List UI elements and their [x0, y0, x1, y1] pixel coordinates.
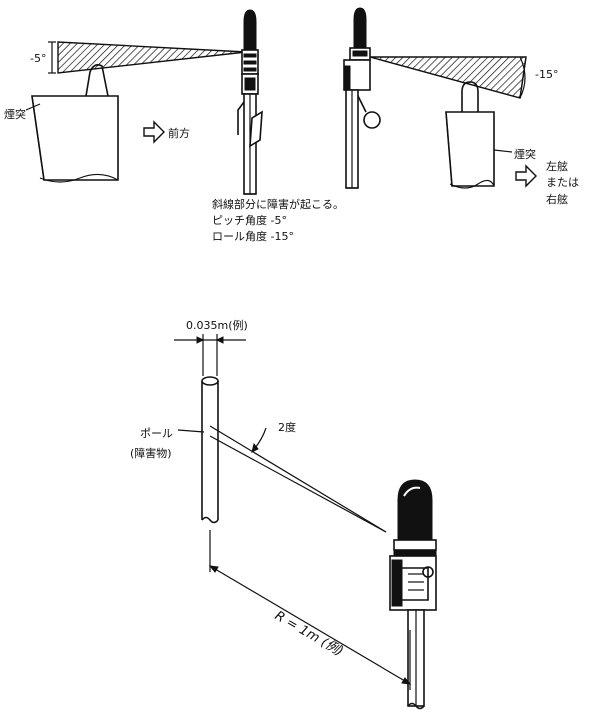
or-label: または	[546, 176, 579, 189]
roll-angle-label: -15°	[535, 68, 558, 81]
chimney-right	[445, 111, 495, 187]
top-left-pitch-view: -5° 煙突 前方	[4, 9, 263, 195]
pitch-angle-label: -5°	[30, 52, 46, 65]
chimney-label-right: 煙突	[514, 147, 536, 161]
obstacle-label: (障害物)	[130, 446, 172, 460]
chimney-label-left: 煙突	[4, 107, 26, 121]
sight-line-lower	[209, 435, 387, 533]
note-pitch-angle: ピッチ角度 -5°	[212, 213, 287, 227]
forward-arrow-icon	[143, 120, 165, 144]
bottom-obstacle-view: 0.035m(例) ポール (障害物) 2度	[130, 318, 437, 710]
port-label: 左舷	[546, 159, 568, 173]
forward-label: 前方	[168, 126, 190, 140]
obstacle-pole	[201, 376, 219, 524]
roll-shadow-wedge	[369, 56, 527, 99]
light-unit-bottom	[389, 479, 437, 710]
chimney-cap-left	[85, 64, 109, 97]
sight-line-upper	[209, 425, 387, 533]
note-roll-angle: ロール角度 -15°	[212, 229, 294, 243]
top-right-roll-view: -15° 煙突 左舷 または 右舷	[343, 7, 579, 206]
pitch-shadow-wedge	[57, 41, 247, 74]
pole-label: ポール	[140, 427, 173, 440]
roll-angle-marker	[519, 56, 527, 99]
light-unit-right	[343, 7, 381, 189]
distance-label: R = 1m (例)	[272, 608, 346, 659]
light-unit-left	[237, 9, 263, 195]
chimney-left	[31, 95, 119, 181]
pole-diameter-label: 0.035m(例)	[186, 318, 248, 332]
side-arrow-icon	[515, 164, 537, 188]
distance-dimension-line	[209, 565, 411, 685]
chimney-cap-right	[461, 81, 479, 112]
starboard-label: 右舷	[546, 192, 568, 206]
angle-2deg-label: 2度	[278, 420, 296, 434]
note-hatched-area: 斜線部分に障害が起こる。	[212, 197, 344, 211]
